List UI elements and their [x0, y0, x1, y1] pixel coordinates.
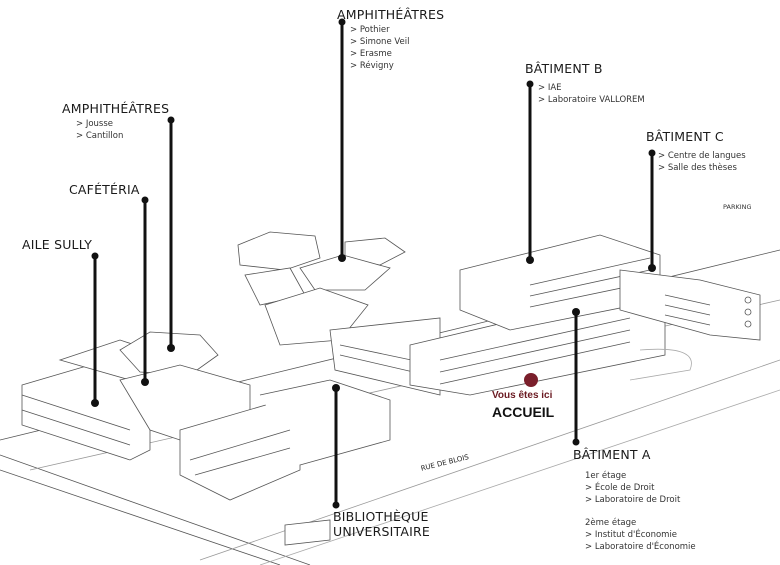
you-are-here-text: Vous êtes ici: [492, 390, 553, 401]
building-batiment-a: [409, 299, 666, 396]
list-item: > Laboratoire de Droit: [585, 495, 681, 505]
list-item: > Laboratoire VALLOREM: [538, 95, 645, 105]
list-batiment-a: 1er étage > École de Droit > Laboratoire…: [585, 470, 696, 553]
list-item: > École de Droit: [585, 483, 655, 493]
you-are-here-marker: [524, 373, 538, 387]
building-amphi-central: [237, 231, 441, 396]
label-amphi-left: AMPHITHÉÂTRES: [62, 101, 170, 116]
label-amphi-top: AMPHITHÉÂTRES: [337, 7, 445, 22]
label-cafeteria: CAFÉTÉRIA: [69, 182, 140, 197]
list-item: > Cantillon: [76, 131, 124, 141]
list-batiment-b: > IAE > Laboratoire VALLOREM: [538, 82, 645, 106]
list-item: > Simone Veil: [350, 37, 410, 47]
list-item: > Jousse: [76, 119, 114, 129]
label-line: BIBLIOTHÈQUE: [333, 509, 429, 524]
label-parking: PARKING: [723, 203, 752, 211]
accueil-label: ACCUEIL: [492, 404, 555, 420]
list-item: > Institut d'Économie: [585, 530, 678, 540]
list-amphi-left: > Jousse > Cantillon: [76, 118, 123, 142]
label-batiment-a: BÂTIMENT A: [573, 447, 651, 462]
floor-heading: 2ème étage: [585, 518, 637, 528]
label-line: UNIVERSITAIRE: [333, 524, 431, 539]
building-batiment-c: [619, 269, 761, 341]
list-batiment-c: > Centre de langues > Salle des thèses: [658, 150, 746, 174]
label-aile-sully: AILE SULLY: [22, 237, 93, 252]
list-item: > Centre de langues: [658, 151, 746, 161]
list-item: > Erasme: [350, 49, 392, 59]
list-item: > Salle des thèses: [658, 163, 737, 173]
floor-heading: 1er étage: [585, 471, 627, 481]
building-bibliotheque: [179, 379, 391, 501]
list-item: > Révigny: [350, 61, 394, 71]
list-item: > Laboratoire d'Économie: [585, 542, 696, 552]
list-item: > Pothier: [350, 25, 390, 35]
list-amphi-top: > Pothier > Simone Veil > Erasme > Révig…: [350, 24, 410, 72]
list-item: > IAE: [538, 83, 562, 93]
label-bibliotheque: BIBLIOTHÈQUE UNIVERSITAIRE: [333, 509, 430, 539]
label-batiment-b: BÂTIMENT B: [525, 61, 603, 76]
label-batiment-c: BÂTIMENT C: [646, 129, 724, 144]
